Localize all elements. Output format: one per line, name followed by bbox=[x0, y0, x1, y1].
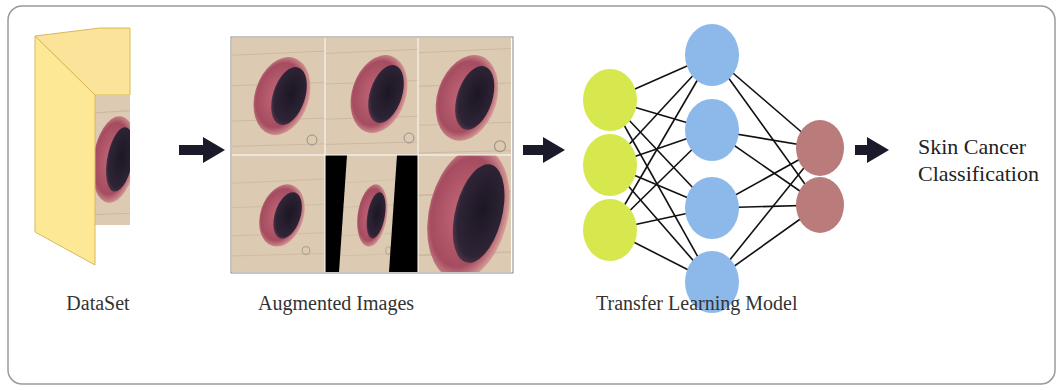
flow-arrow bbox=[855, 137, 889, 163]
frame bbox=[8, 6, 1055, 384]
neural-network bbox=[610, 55, 820, 282]
stage-caption: Augmented Images bbox=[258, 291, 520, 315]
dataset-stage: DataSet bbox=[20, 25, 176, 325]
network-neurons bbox=[583, 24, 844, 313]
stage-caption: Transfer Learning Model bbox=[596, 291, 852, 315]
flow-arrow bbox=[179, 137, 225, 163]
stage-caption: DataSet bbox=[20, 291, 176, 315]
folder-icon bbox=[13, 6, 215, 317]
result-text: Skin Cancer Classification bbox=[918, 133, 1050, 187]
augmented-grid bbox=[152, 0, 657, 390]
output-label: Skin Cancer Classification bbox=[892, 125, 1054, 195]
flow-arrow bbox=[523, 137, 565, 163]
augmentation-stage: Augmented Images bbox=[228, 25, 520, 325]
model-stage: Transfer Learning Model bbox=[568, 25, 852, 325]
